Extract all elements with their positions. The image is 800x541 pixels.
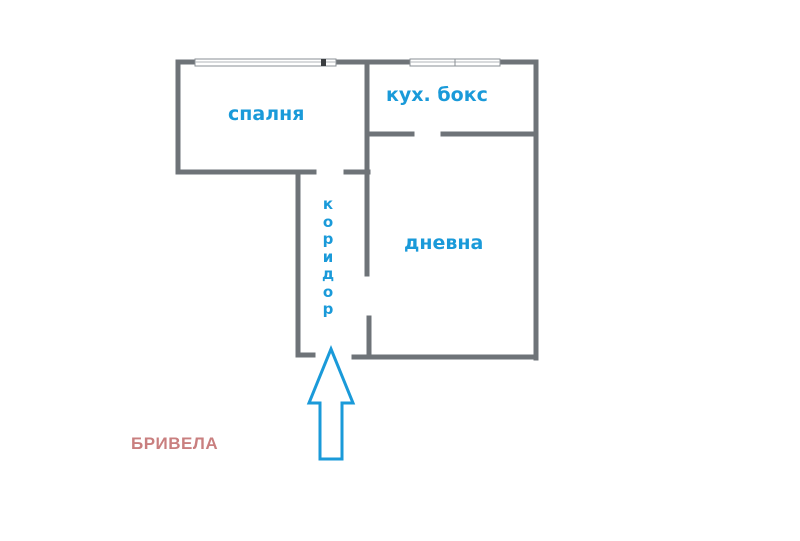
room-label-kitchen-box: кух. бокс (386, 84, 488, 106)
walls (175, 59, 539, 361)
entrance-arrow-icon (306, 345, 356, 461)
watermark-brand: БРИВЕЛА (131, 434, 219, 453)
window-kitchen (409, 58, 501, 67)
room-label-corridor: коридор (321, 195, 335, 318)
window-bedroom (194, 58, 337, 67)
room-label-bedroom: спалня (228, 103, 305, 125)
room-label-living-room: дневна (404, 232, 484, 254)
